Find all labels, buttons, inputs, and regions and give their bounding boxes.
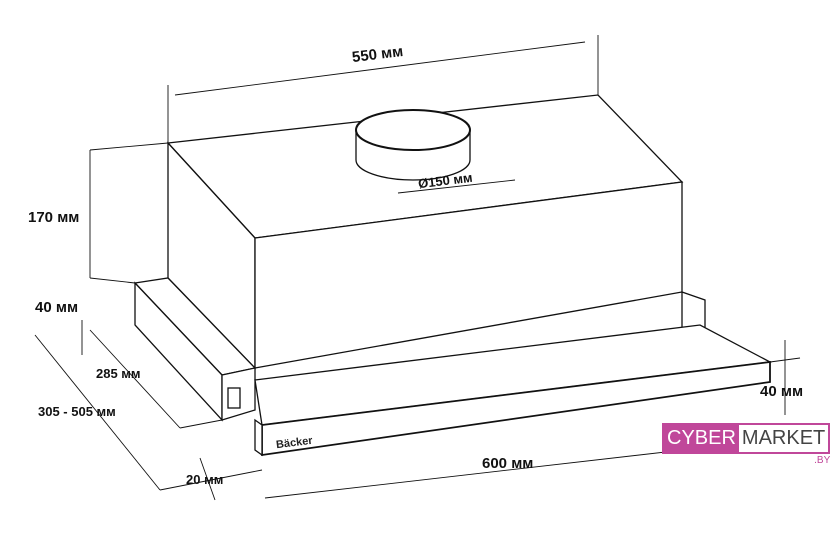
control-switch xyxy=(227,387,241,409)
dim-depth-fixed: 285 мм xyxy=(96,366,141,381)
watermark-box: CYBER MARKET xyxy=(662,423,831,454)
duct-outlet xyxy=(355,109,471,151)
dimension-lines xyxy=(34,35,801,501)
front-panel-end xyxy=(254,418,263,457)
dim-panel-height: 40 мм xyxy=(760,383,804,400)
watermark-part2: MARKET xyxy=(738,425,829,452)
dim-width-front: 600 мм xyxy=(482,455,534,472)
watermark-part1: CYBER xyxy=(664,425,739,452)
duct-body xyxy=(355,130,471,181)
dim-depth-range: 305 - 505 мм xyxy=(38,404,116,419)
dim-panel-offset: 20 мм xyxy=(186,472,224,487)
watermark-suffix: .BY xyxy=(814,455,831,466)
dim-height-base: 40 мм xyxy=(35,299,79,316)
dim-height-body: 170 мм xyxy=(28,209,80,226)
cybermarket-watermark: CYBER MARKET .BY xyxy=(662,423,831,466)
base-right xyxy=(681,291,706,331)
